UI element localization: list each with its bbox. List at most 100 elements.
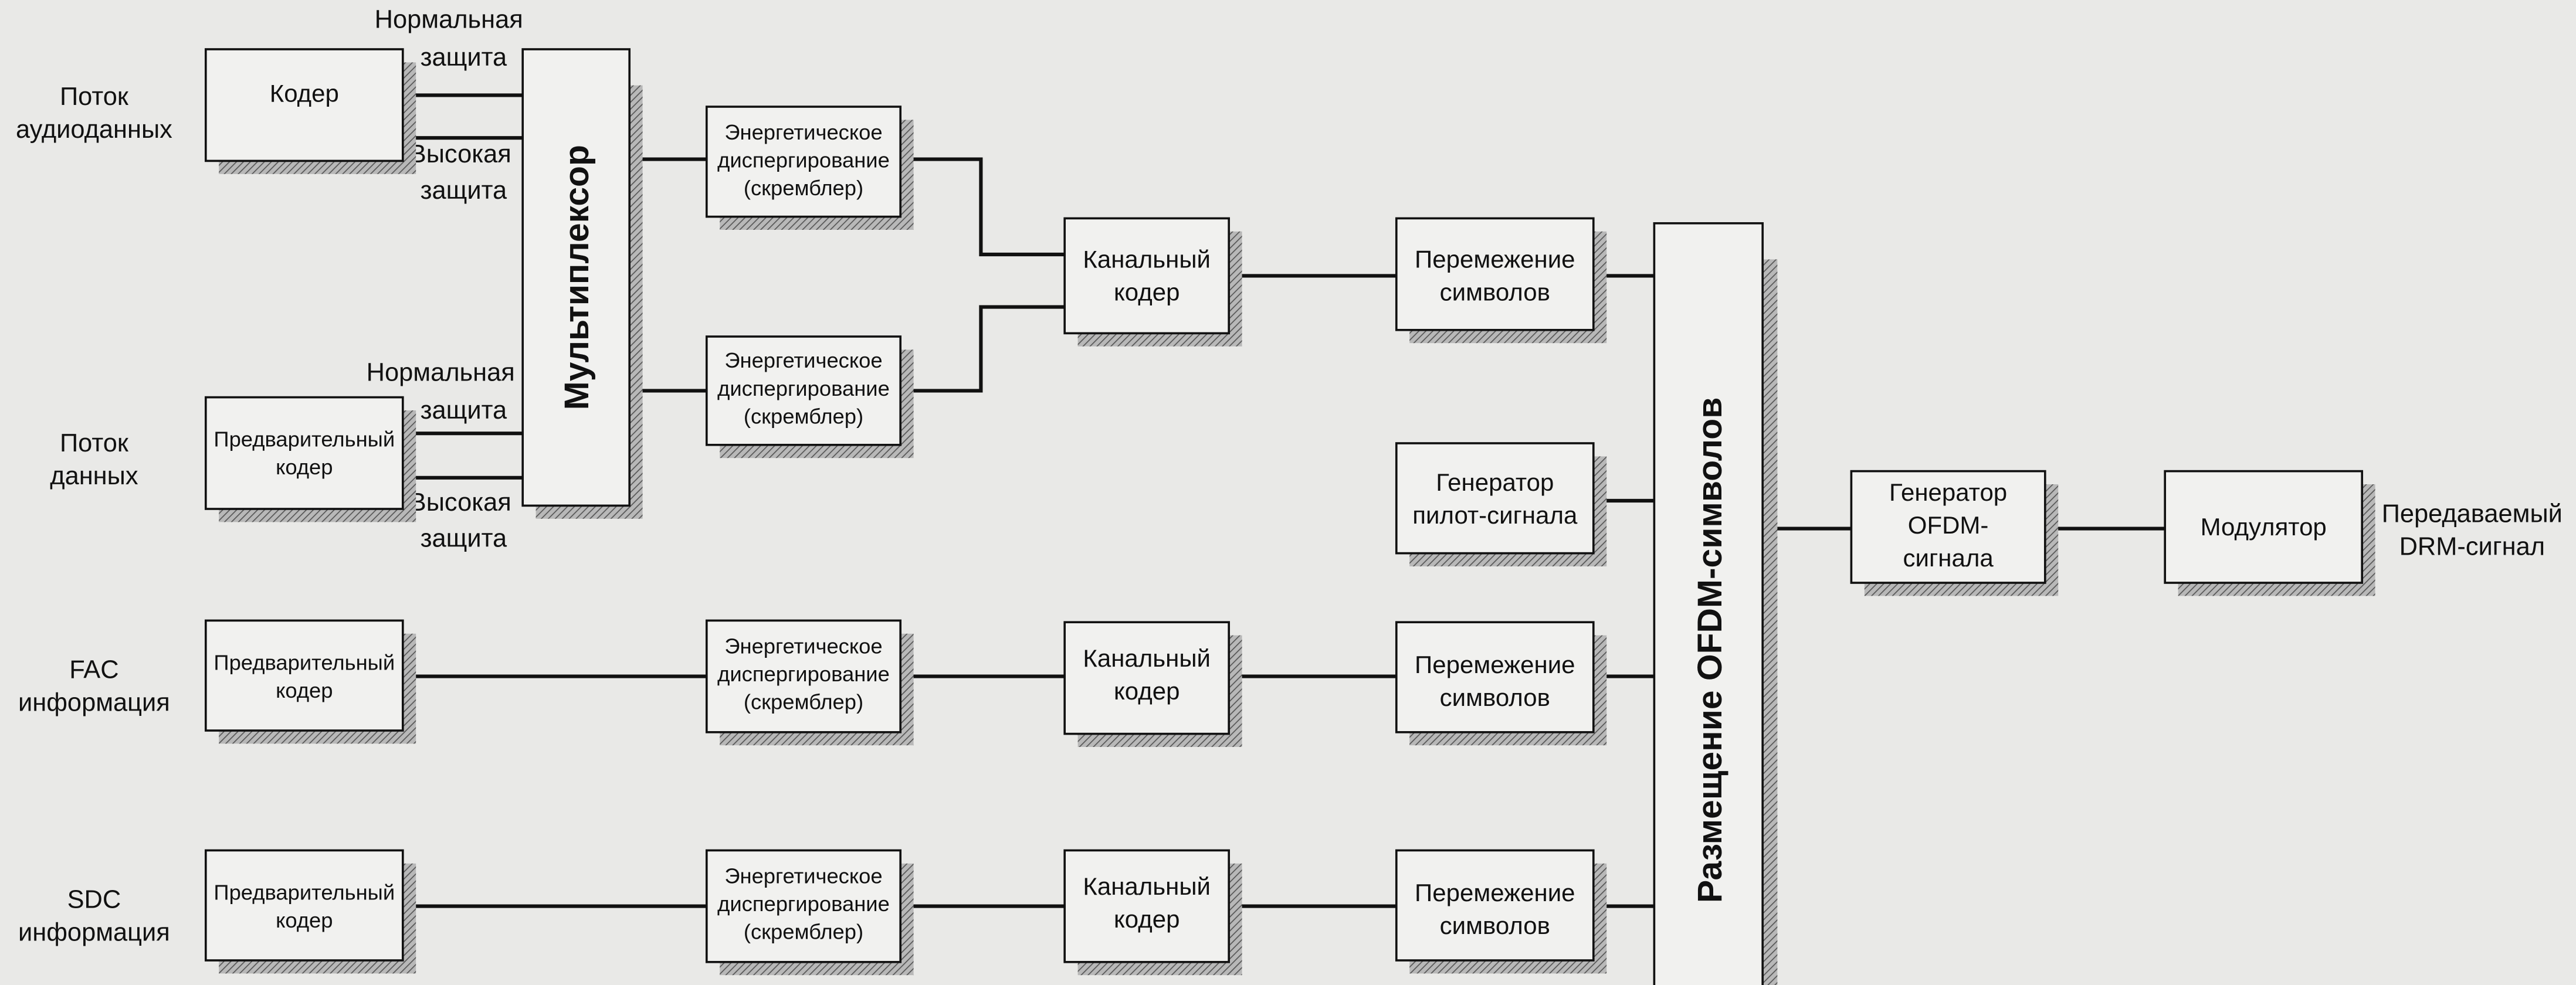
block-label-line: диспергирование [717, 892, 890, 916]
block-label-line: Перемежение [1415, 245, 1575, 273]
block-label: Перемежение символов [1415, 651, 1575, 711]
block-label-line: защита [421, 176, 507, 205]
block-label-line: Энергетическое [724, 864, 882, 888]
interleaver-block-sdc: Перемежение символов [1395, 849, 1607, 974]
block-label-line: Перемежение [1415, 651, 1575, 678]
block-label-line: Генератор [1889, 478, 2007, 506]
block-label-line: кодер [276, 908, 333, 932]
block-label-line: символов [1440, 684, 1550, 711]
block-label-line: защита [421, 396, 507, 424]
block-label-line: Высокая [409, 140, 511, 168]
block-label-line: Нормальная [367, 359, 515, 387]
block-label-line: Поток [60, 429, 129, 457]
interleaver-block-msc: Перемежение символов [1395, 217, 1607, 344]
block-label: Предварительный кодер [213, 427, 395, 480]
block-label: Предварительный кодер [213, 880, 395, 932]
block-label: Перемежение символов [1415, 879, 1575, 939]
block-label-line: (скремблер) [744, 176, 863, 200]
block-label: Энергетическое диспергирование (скремблер) [717, 864, 890, 943]
normal-protection-label-data: Нормальная защита [367, 359, 515, 424]
block-label: Генератор пилот-сигнала [1412, 468, 1578, 529]
block-label-line: Предварительный [213, 650, 395, 674]
ofdm-mapping-block: Размещение OFDM-символов [1653, 222, 1778, 985]
block-label-line: Передаваемый [2382, 500, 2563, 528]
scrambler-block-audio: Энергетическое диспергирование (скремблер) [705, 106, 914, 230]
block-label: Канальный кодер [1083, 644, 1211, 705]
block-label: Энергетическое диспергирование (скремблер) [717, 120, 890, 200]
block-label-line: диспергирование [717, 148, 890, 172]
block-label-line: защита [421, 524, 507, 552]
modulator-label: Модулятор [2201, 513, 2327, 541]
block-label-line: диспергирование [717, 662, 890, 686]
high-protection-label-data: Высокая защита [409, 488, 511, 553]
encoder-label: Кодер [270, 80, 339, 107]
block-label-line: Поток [60, 83, 129, 111]
block-label-line: Канальный [1083, 644, 1211, 672]
block-label-line: кодер [276, 455, 333, 479]
channel-coder-block-fac: Канальный кодер [1063, 621, 1242, 747]
scrambler-block-data: Энергетическое диспергирование (скремблер) [705, 335, 914, 458]
block-label-line: OFDM- [1908, 511, 1989, 539]
block-label-line: диспергирование [717, 376, 890, 400]
block-label-line: пилот-сигнала [1412, 501, 1578, 529]
scrambler-block-sdc: Энергетическое диспергирование (скремблер) [705, 849, 914, 976]
block-label-line: FAC [69, 655, 118, 684]
scrambler-block-fac: Энергетическое диспергирование (скремблер) [705, 619, 914, 746]
block-label-line: сигнала [1903, 544, 1994, 572]
high-protection-label-audio: Высокая защита [409, 140, 511, 205]
block-label: Энергетическое диспергирование (скремблер) [717, 348, 890, 428]
interleaver-block-fac: Перемежение символов [1395, 621, 1607, 746]
block-label-line: Энергетическое [724, 634, 882, 658]
block-label-line: символов [1440, 912, 1550, 939]
block-label-line: кодер [276, 678, 333, 702]
block-label-line: информация [18, 688, 170, 716]
block-label-line: Канальный [1083, 245, 1211, 273]
input-label-data: Поток данных [50, 429, 138, 490]
block-label-line: аудиоданных [16, 116, 172, 144]
precoder-block-sdc: Предварительный кодер [204, 849, 416, 974]
block-label: Предварительный кодер [213, 650, 395, 702]
block-label: Перемежение символов [1415, 245, 1575, 305]
block-label: Канальный кодер [1083, 245, 1211, 305]
block-label-line: информация [18, 918, 170, 946]
block-label-line: кодер [1114, 278, 1180, 305]
block-label-line: данных [50, 462, 138, 490]
multiplexer-label: Мультиплексор [558, 145, 596, 410]
block-label-line: Нормальная [375, 6, 523, 34]
block-label-line: защита [421, 43, 507, 72]
block-label-line: Энергетическое [724, 348, 882, 372]
normal-protection-label-audio: Нормальная защита [375, 6, 523, 72]
input-label-sdc: SDC информация [18, 885, 170, 946]
block-label-line: Генератор [1436, 468, 1554, 496]
modulator-block: Модулятор [2164, 470, 2375, 596]
block-label: Энергетическое диспергирование (скремблер) [717, 634, 890, 714]
block-label-line: Канальный [1083, 872, 1211, 900]
block-label-line: Высокая [409, 488, 511, 517]
block-label-line: SDC [67, 885, 121, 913]
block-label-line: DRM-сигнал [2399, 532, 2545, 561]
precoder-block-fac: Предварительный кодер [204, 619, 416, 744]
block-label-line: (скремблер) [744, 404, 863, 428]
block-label-line: кодер [1114, 677, 1180, 705]
block-label-line: кодер [1114, 905, 1180, 933]
channel-coder-block-sdc: Канальный кодер [1063, 849, 1242, 976]
channel-coder-block-msc: Канальный кодер [1063, 217, 1242, 347]
block-label-line: (скремблер) [744, 920, 863, 944]
ofdm-mapping-label: Размещение OFDM-символов [1691, 398, 1729, 903]
pilot-generator-block: Генератор пилот-сигнала [1395, 442, 1607, 566]
block-label-line: символов [1440, 278, 1550, 305]
block-label-line: Предварительный [213, 880, 395, 904]
block-label-line: Энергетическое [724, 120, 882, 144]
input-label-audio: Поток аудиоданных [16, 83, 172, 144]
precoder-block-data: Предварительный кодер [204, 396, 416, 522]
block-label-line: (скремблер) [744, 690, 863, 714]
encoder-block: Кодер [204, 48, 416, 174]
multiplexer-block: Мультиплексор [521, 48, 643, 519]
block-label-line: Предварительный [213, 427, 395, 451]
input-label-fac: FAC информация [18, 655, 170, 716]
block-label-line: Перемежение [1415, 879, 1575, 906]
